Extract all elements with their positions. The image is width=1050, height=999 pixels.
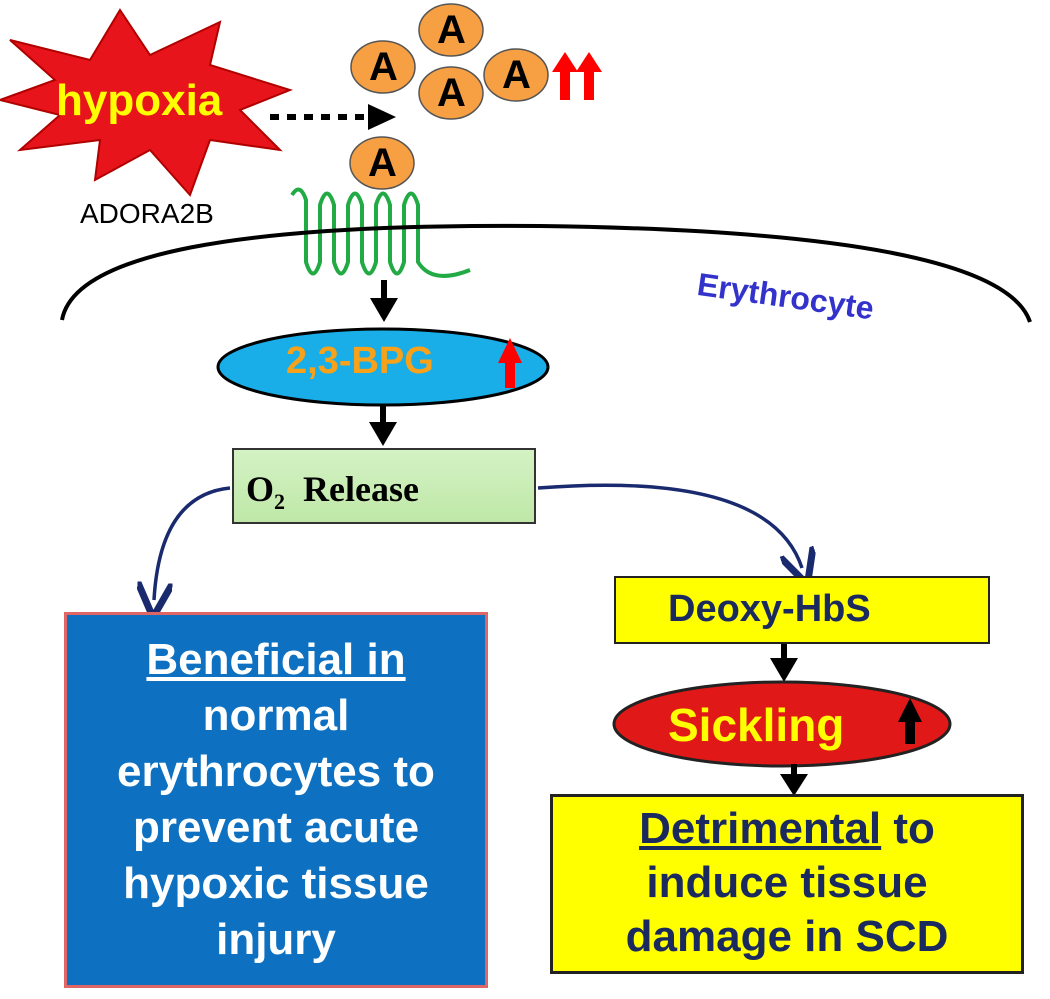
detrimental-heading-line: Detrimental to xyxy=(550,802,1024,856)
beneficial-line: normal xyxy=(202,691,350,740)
curve-to-deoxy xyxy=(537,483,802,568)
o2-symbol: O xyxy=(246,469,275,509)
curve-to-beneficial xyxy=(154,486,231,600)
detrimental-line: induce tissue xyxy=(646,858,928,907)
erythrocyte-membrane xyxy=(60,223,1032,323)
deoxy-hbs-label: Deoxy-HbS xyxy=(668,588,871,630)
sickling-up-arrow xyxy=(898,698,922,744)
detrimental-heading-suffix: to xyxy=(881,804,935,853)
beneficial-box xyxy=(64,612,488,988)
adenosine-up-arrows xyxy=(552,52,602,100)
adenosine-label: A xyxy=(437,8,466,52)
beneficial-text: Beneficial in normal erythrocytes to pre… xyxy=(64,632,488,968)
bpg-up-arrow xyxy=(498,338,522,388)
sickling-label: Sickling xyxy=(668,699,845,751)
hypoxia-arrowhead xyxy=(368,104,396,130)
beneficial-line: hypoxic tissue xyxy=(123,859,429,908)
adora2b-receptor xyxy=(290,187,471,278)
hypoxia-label: hypoxia xyxy=(56,76,223,125)
beneficial-heading: Beneficial in xyxy=(146,635,406,684)
sickling-ellipse xyxy=(612,680,952,768)
deoxy-hbs-box xyxy=(614,576,990,644)
beneficial-line: prevent acute xyxy=(132,803,420,852)
detrimental-text: Detrimental to induce tissue damage in S… xyxy=(550,802,1024,964)
o2-release-label: O2 Release xyxy=(246,468,419,515)
hypoxia-starburst xyxy=(0,8,293,197)
adenosine-label: A xyxy=(368,141,397,185)
detrimental-line: damage in SCD xyxy=(625,912,949,961)
beneficial-line: erythrocytes to xyxy=(117,747,435,796)
bpg-label: 2,3-BPG xyxy=(286,340,434,382)
o2-release-box xyxy=(232,448,536,524)
o2-subscript: 2 xyxy=(274,489,286,515)
beneficial-line: injury xyxy=(216,915,336,964)
detrimental-box xyxy=(550,794,1024,974)
adenosine-label: A xyxy=(437,71,466,115)
adenosine-label: A xyxy=(502,53,531,97)
detrimental-heading: Detrimental xyxy=(639,804,882,853)
adenosine-cluster xyxy=(349,3,549,190)
adenosine-label: A xyxy=(369,45,398,89)
release-word: Release xyxy=(303,469,419,509)
adora2b-label: ADORA2B xyxy=(80,198,214,229)
